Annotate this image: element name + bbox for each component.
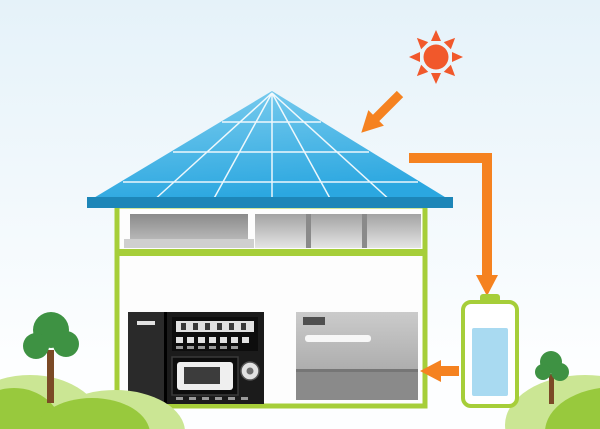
unit-buttons xyxy=(176,397,248,400)
dishwasher-handle xyxy=(303,317,325,325)
kitchen-unit xyxy=(128,312,264,404)
dishwasher xyxy=(296,312,418,400)
tree-right xyxy=(535,351,569,404)
control-panel xyxy=(172,317,258,351)
shrubs-left xyxy=(0,312,185,429)
battery xyxy=(461,294,519,408)
range-hood xyxy=(124,214,254,248)
floor-divider xyxy=(119,249,423,256)
sun-to-roof-arrow xyxy=(361,90,404,133)
tree-left xyxy=(23,312,79,403)
solar-panel-grid xyxy=(123,92,418,203)
roof-eave xyxy=(87,197,453,208)
sun-icon xyxy=(409,30,463,84)
solar-panel-roof xyxy=(87,91,453,208)
roof-to-battery-arrow xyxy=(409,153,498,296)
dishwasher-slot xyxy=(305,335,371,342)
window-divider xyxy=(306,214,311,248)
shrubs-right xyxy=(505,351,600,429)
oven-window xyxy=(171,356,239,396)
upstairs-windows xyxy=(255,214,421,248)
house xyxy=(114,203,428,409)
unit-handle xyxy=(137,321,155,325)
window-divider xyxy=(362,214,367,248)
battery-charge-level xyxy=(472,328,508,396)
oven-knob xyxy=(240,361,260,381)
